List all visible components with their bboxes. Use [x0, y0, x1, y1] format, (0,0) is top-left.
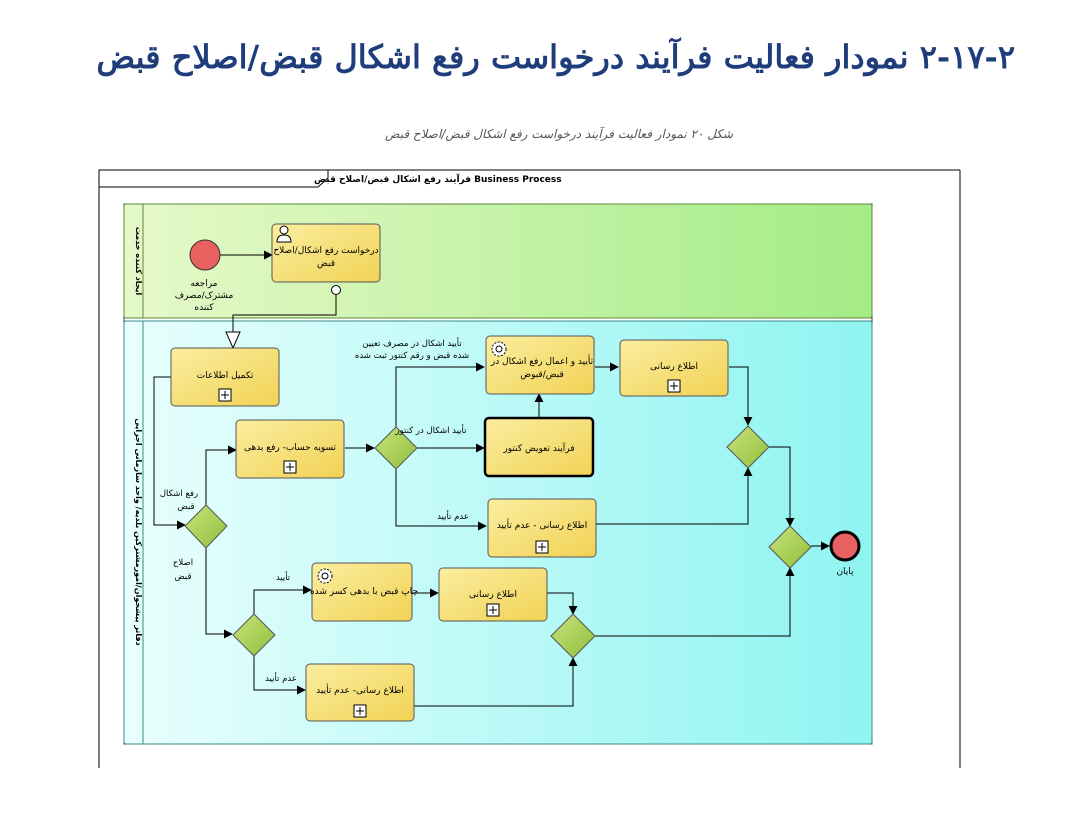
frame-tab-label: Business Process فرآیند رفع اشکال قبض/اص… [314, 173, 562, 185]
flow-label-not-approved-top: عدم تأیید [437, 510, 469, 522]
sequence-flows [153, 250, 830, 707]
task-label: اطلاع رسانی - عدم تأیید [497, 518, 588, 531]
gateway-fault-type[interactable] [374, 426, 418, 470]
subprocess-plus-icon [486, 603, 500, 617]
gateway-approve-correct[interactable] [232, 613, 276, 657]
task-request-fix[interactable]: درخواست رفع اشکال/اصلاح قبض [271, 223, 381, 283]
gear-icon [491, 341, 507, 357]
subprocess-plus-icon [218, 388, 232, 402]
flow-label-correct-bill-1: اصلاح [173, 558, 193, 568]
flow-label-fix-bill-2: قبض [177, 502, 194, 512]
start-event-label-3: کننده [194, 303, 214, 313]
subprocess-plus-icon [667, 379, 681, 393]
flow-label-not-approved-bottom: عدم تأیید [265, 672, 297, 684]
task-settle-account[interactable]: تسویه حساب- رفع بدهی [235, 419, 345, 479]
start-event-label-1: مراجعه [190, 279, 217, 289]
task-notify-mid[interactable]: اطلاع رسانی [438, 567, 548, 622]
gear-icon [317, 568, 333, 584]
start-event[interactable] [189, 239, 221, 271]
message-flow-target-arrow [225, 331, 241, 350]
gateway-fix-or-correct[interactable] [184, 504, 228, 549]
task-label: تسویه حساب- رفع بدهی [244, 443, 337, 453]
subprocess-plus-icon [283, 460, 297, 474]
start-event-label-2: مشترک/مصرف [175, 290, 234, 301]
flow-label-fix-bill-1: رفع اشکال [160, 489, 198, 499]
task-notify-reject-2[interactable]: اطلاع رسانی- عدم تأیید [305, 663, 415, 722]
task-label: اطلاع رسانی [650, 362, 698, 372]
gateway-merge-end[interactable] [768, 525, 812, 569]
task-label: تکمیل اطلاعات [197, 371, 254, 381]
task-meter-replacement[interactable]: فرآیند تعویض کنتور [483, 416, 595, 478]
page-title: ۲-۱۷-۲ نمودار فعالیت فرآیند درخواست رفع … [96, 38, 1015, 76]
task-label: قبض [317, 259, 335, 269]
flow-label-correct-bill-2: قبض [174, 572, 191, 582]
task-notify-top[interactable]: اطلاع رسانی [619, 339, 729, 397]
lane-service-creator: ایجاد کننده خدمت [123, 203, 873, 319]
gateway-merge-top[interactable] [726, 425, 770, 469]
process-frame: Business Process فرآیند رفع اشکال قبض/اص… [98, 169, 961, 768]
flow-label-consumer-fault-2: شده قبض و رقم کنتور ثبت شده [355, 351, 469, 361]
task-label: اطلاع رسانی [469, 590, 517, 600]
task-label: اطلاع رسانی- عدم تأیید [316, 683, 404, 696]
subprocess-plus-icon [353, 704, 367, 718]
end-event-label: پایان [836, 567, 854, 577]
task-print-bill[interactable]: چاپ قبض با بدهی کسر شده [310, 562, 418, 622]
end-event[interactable] [829, 530, 861, 562]
figure-caption: شکل ۲۰ نمودار فعالیت فرآیند درخواست رفع … [385, 127, 733, 141]
task-label: فرآیند تعویض کنتور [502, 442, 574, 454]
gateway-merge-bottom[interactable] [550, 613, 596, 659]
flow-label-approved: تأیید [276, 571, 291, 583]
task-notify-reject[interactable]: اطلاع رسانی - عدم تأیید [487, 498, 597, 558]
task-complete-info[interactable]: تکمیل اطلاعات [170, 347, 280, 407]
task-label: چاپ قبض با بدهی کسر شده [310, 587, 418, 597]
flow-label-meter-fault: تأیید اشکال در کنتور [395, 424, 468, 436]
task-label: قبض/قبوض [520, 370, 564, 380]
message-flow-source [331, 285, 341, 295]
user-icon [276, 225, 292, 243]
task-label: تأیید و اعمال رفع اشکال در [490, 354, 594, 367]
lane-label-top: ایجاد کننده خدمت [134, 227, 143, 296]
lane-label-bottom: دفاتر پیشخوان/امورمشترکین بلدیه/ واحد سا… [134, 418, 143, 645]
task-label: درخواست رفع اشکال/اصلاح [273, 246, 378, 256]
task-approve-apply[interactable]: تأیید و اعمال رفع اشکال در قبض/قبوض [485, 335, 595, 395]
subprocess-plus-icon [535, 540, 549, 554]
flow-label-consumer-fault-1: تأیید اشکال در مصرف تعیین [362, 337, 462, 349]
